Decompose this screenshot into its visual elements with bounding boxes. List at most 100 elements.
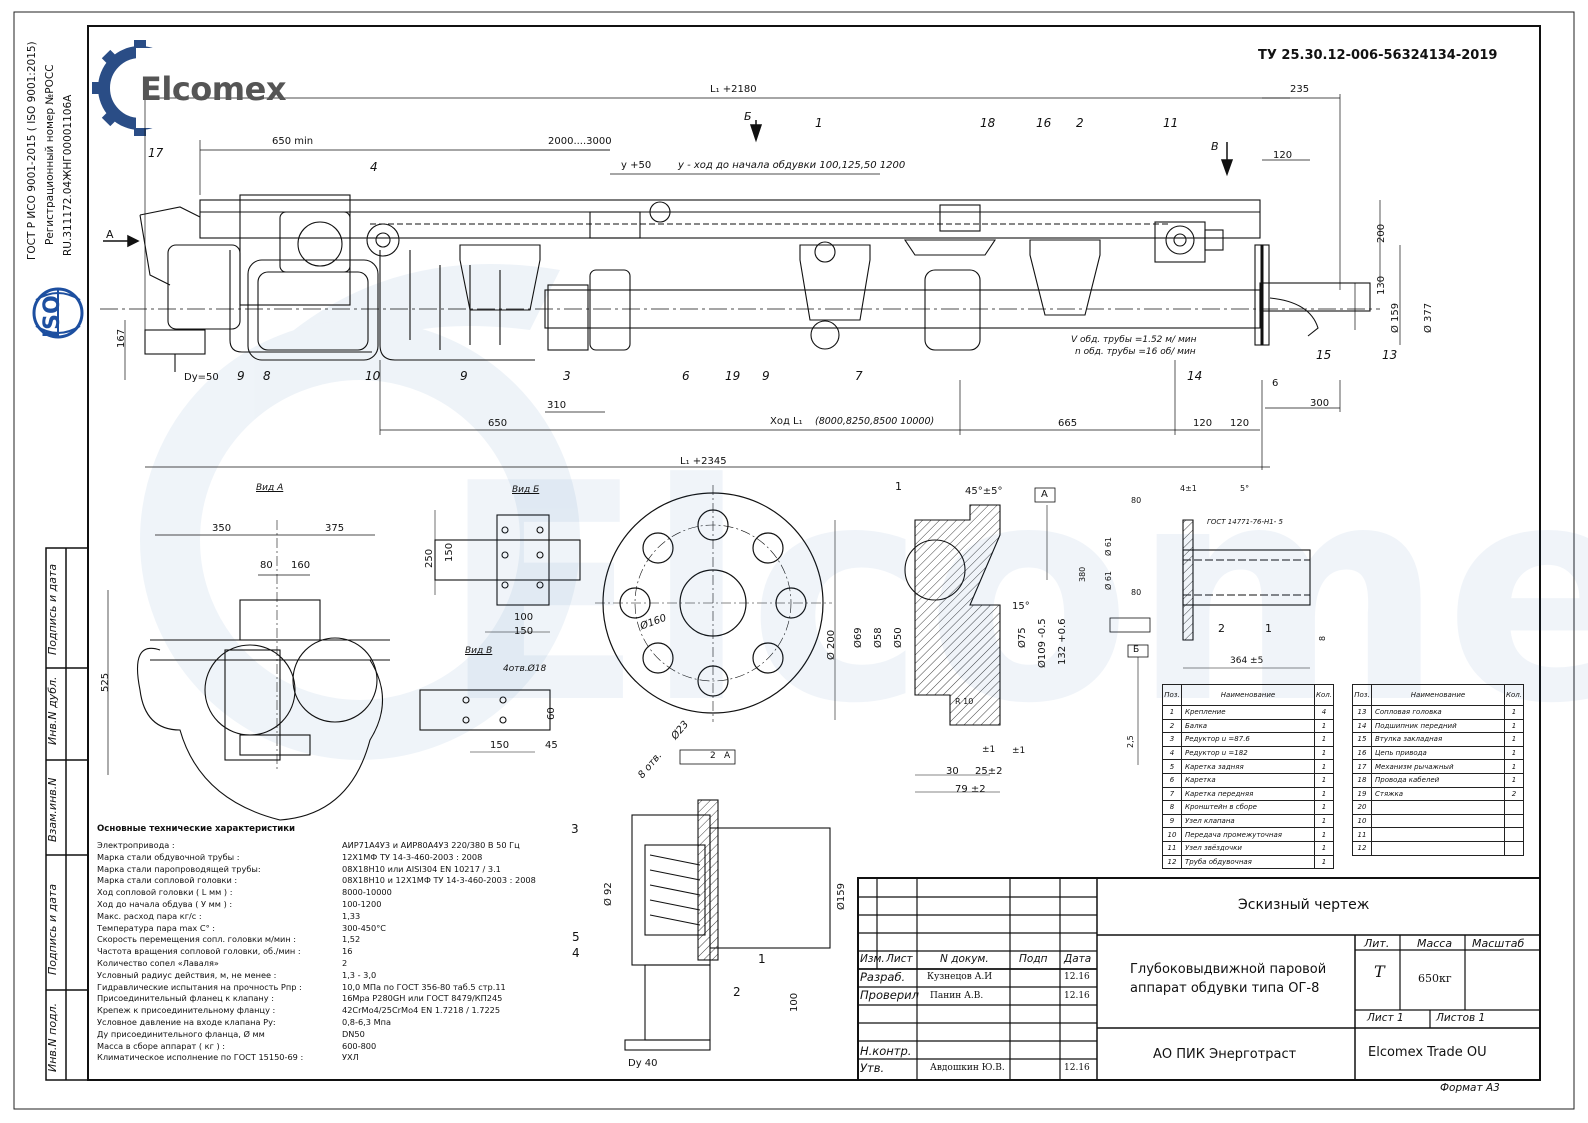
spec-label: Условный радиус действия, м, не менее : <box>97 969 277 980</box>
bom-qty: 1 <box>1314 718 1334 734</box>
fl-tol-a: A <box>724 751 731 761</box>
dim-235: 235 <box>1290 84 1310 95</box>
tb-date-utv: 12.16 <box>1064 1063 1090 1073</box>
spec-label: Гидравлические испытания на прочность Рп… <box>97 981 302 992</box>
sec-30: 30 <box>946 766 959 777</box>
callout-9a: 9 <box>237 369 245 383</box>
spec-label: Ход сопловой головки ( L мм ) : <box>97 887 233 898</box>
tb-role-nkontr: Н.контр. <box>860 1044 912 1058</box>
sec-d69: Ø69 <box>853 627 864 648</box>
spec-label: Марка стали паропроводящей трубы: <box>97 863 261 874</box>
spec-label: Условное давление на входе клапана Ру: <box>97 1017 276 1027</box>
view-a-title: Вид А <box>256 483 284 493</box>
bom-qty: 1 <box>1314 732 1334 747</box>
stamp-inv-podl: Инв.N подл. <box>46 1002 59 1072</box>
stamp-sign-date-1: Подпись и дата <box>46 563 59 655</box>
vb-100: 100 <box>514 612 534 623</box>
tb-mass-label: Масса <box>1417 937 1453 950</box>
spec-label: Марка стали сопловой головки : <box>97 875 238 886</box>
tb-date-razrab: 12.16 <box>1064 972 1090 982</box>
dim-6: 6 <box>1272 378 1279 389</box>
tb-role-prov: Проверил <box>860 988 919 1002</box>
stamp-sign-date-2: Подпись и дата <box>46 883 59 975</box>
bom-pos: 4 <box>1162 745 1182 761</box>
bom-qty: 4 <box>1314 705 1334 720</box>
callout-4: 4 <box>370 160 378 174</box>
dim-650min: 650 min <box>272 136 314 147</box>
spec-value: 600-800 <box>342 1040 377 1051</box>
vv-150: 150 <box>490 740 510 751</box>
tb-name-razrab: Кузнецов А.И <box>927 972 993 982</box>
dim-167: 167 <box>116 328 127 348</box>
spec-label: Температура пара max С° : <box>97 922 216 933</box>
spec-label: Климатическое исполнение по ГОСТ 15150-6… <box>97 1052 304 1063</box>
bom-name: Передача промежуточная <box>1181 827 1315 842</box>
tb-name-utv: Авдошкин Ю.В. <box>930 1063 1005 1073</box>
callout-13: 13 <box>1382 348 1398 362</box>
callout-9c: 9 <box>762 369 770 383</box>
spec-label: Ду присоединительного фланца, Ø мм <box>97 1028 265 1039</box>
bom-col-pos: Поз. <box>1352 684 1372 706</box>
spec-value: 08Х18Н10 и 12Х1МФ ТУ 14-3-460-2003 : 200… <box>342 875 536 886</box>
sec-callout-1: 1 <box>895 480 902 493</box>
bom-qty: 1 <box>1504 772 1524 788</box>
bom-name: Втулка закладная <box>1371 732 1505 747</box>
bom-name: Узел клапана <box>1181 813 1315 829</box>
bom-name: Провода кабелей <box>1371 772 1505 788</box>
bom-name: Подшипник передний <box>1371 718 1505 734</box>
bom-name: Каретка <box>1181 772 1315 788</box>
bom-qty: 1 <box>1314 772 1334 788</box>
bom-pos: 11 <box>1162 840 1182 856</box>
spec-value: 10,0 МПа по ГОСТ 356-80 таб.5 стр.11 <box>342 981 506 992</box>
bom-qty: 1 <box>1314 854 1334 870</box>
bom-qty: 1 <box>1504 745 1524 761</box>
nz-callout-2: 2 <box>1218 622 1225 635</box>
callout-11: 11 <box>1163 116 1179 130</box>
bom-name <box>1371 813 1505 829</box>
nz-4: 4±1 <box>1180 484 1197 493</box>
arrow-v-label: В <box>1211 140 1219 153</box>
bom-col-qty: Кол. <box>1314 684 1334 706</box>
tb-format: Формат А3 <box>1440 1082 1500 1094</box>
bom-qty: 1 <box>1314 827 1334 842</box>
callout-14: 14 <box>1187 369 1203 383</box>
bom-col-pos: Поз. <box>1162 684 1182 706</box>
bom-pos: 6 <box>1162 772 1182 788</box>
nozzle-drawing <box>1109 519 1311 765</box>
callout-1: 1 <box>815 116 823 130</box>
bom-row: 12 <box>1352 840 1524 856</box>
bom-pos: 19 <box>1352 786 1372 802</box>
va-525: 525 <box>100 672 111 692</box>
dim-130: 130 <box>1376 275 1387 295</box>
specs-heading: Основные технические характеристики <box>97 824 296 834</box>
dim-xod-l1: Xод L₁ <box>770 416 803 427</box>
bom-name <box>1371 827 1505 842</box>
nz-8: 8 <box>1318 635 1327 641</box>
nz-d61b: Ø 61 <box>1104 570 1113 590</box>
view-v-drawing <box>419 689 551 753</box>
vl-callout-5: 5 <box>572 930 580 944</box>
bom-name: Цепь привода <box>1371 745 1505 761</box>
va-350: 350 <box>212 523 232 534</box>
bom-pos: 1 <box>1162 705 1182 720</box>
spec-value: 1,33 <box>342 910 361 921</box>
tb-mass-value: 650кг <box>1418 972 1452 985</box>
iso-badge-text: ISO <box>40 295 65 338</box>
spec-label: Скорость перемещения сопл. головки м/мин… <box>97 934 297 945</box>
bom-name: Каретка передняя <box>1181 786 1315 802</box>
callout-19: 19 <box>725 369 741 383</box>
bom-name: Труба обдувочная <box>1181 854 1315 870</box>
spec-label: Присоединительный фланец к клапану : <box>97 993 274 1004</box>
view-b-title: Вид Б <box>512 485 540 495</box>
nz-view-b: Б <box>1133 645 1140 655</box>
dim-2000-3000: 2000....3000 <box>548 136 612 147</box>
sec-d58: Ø58 <box>873 627 884 648</box>
